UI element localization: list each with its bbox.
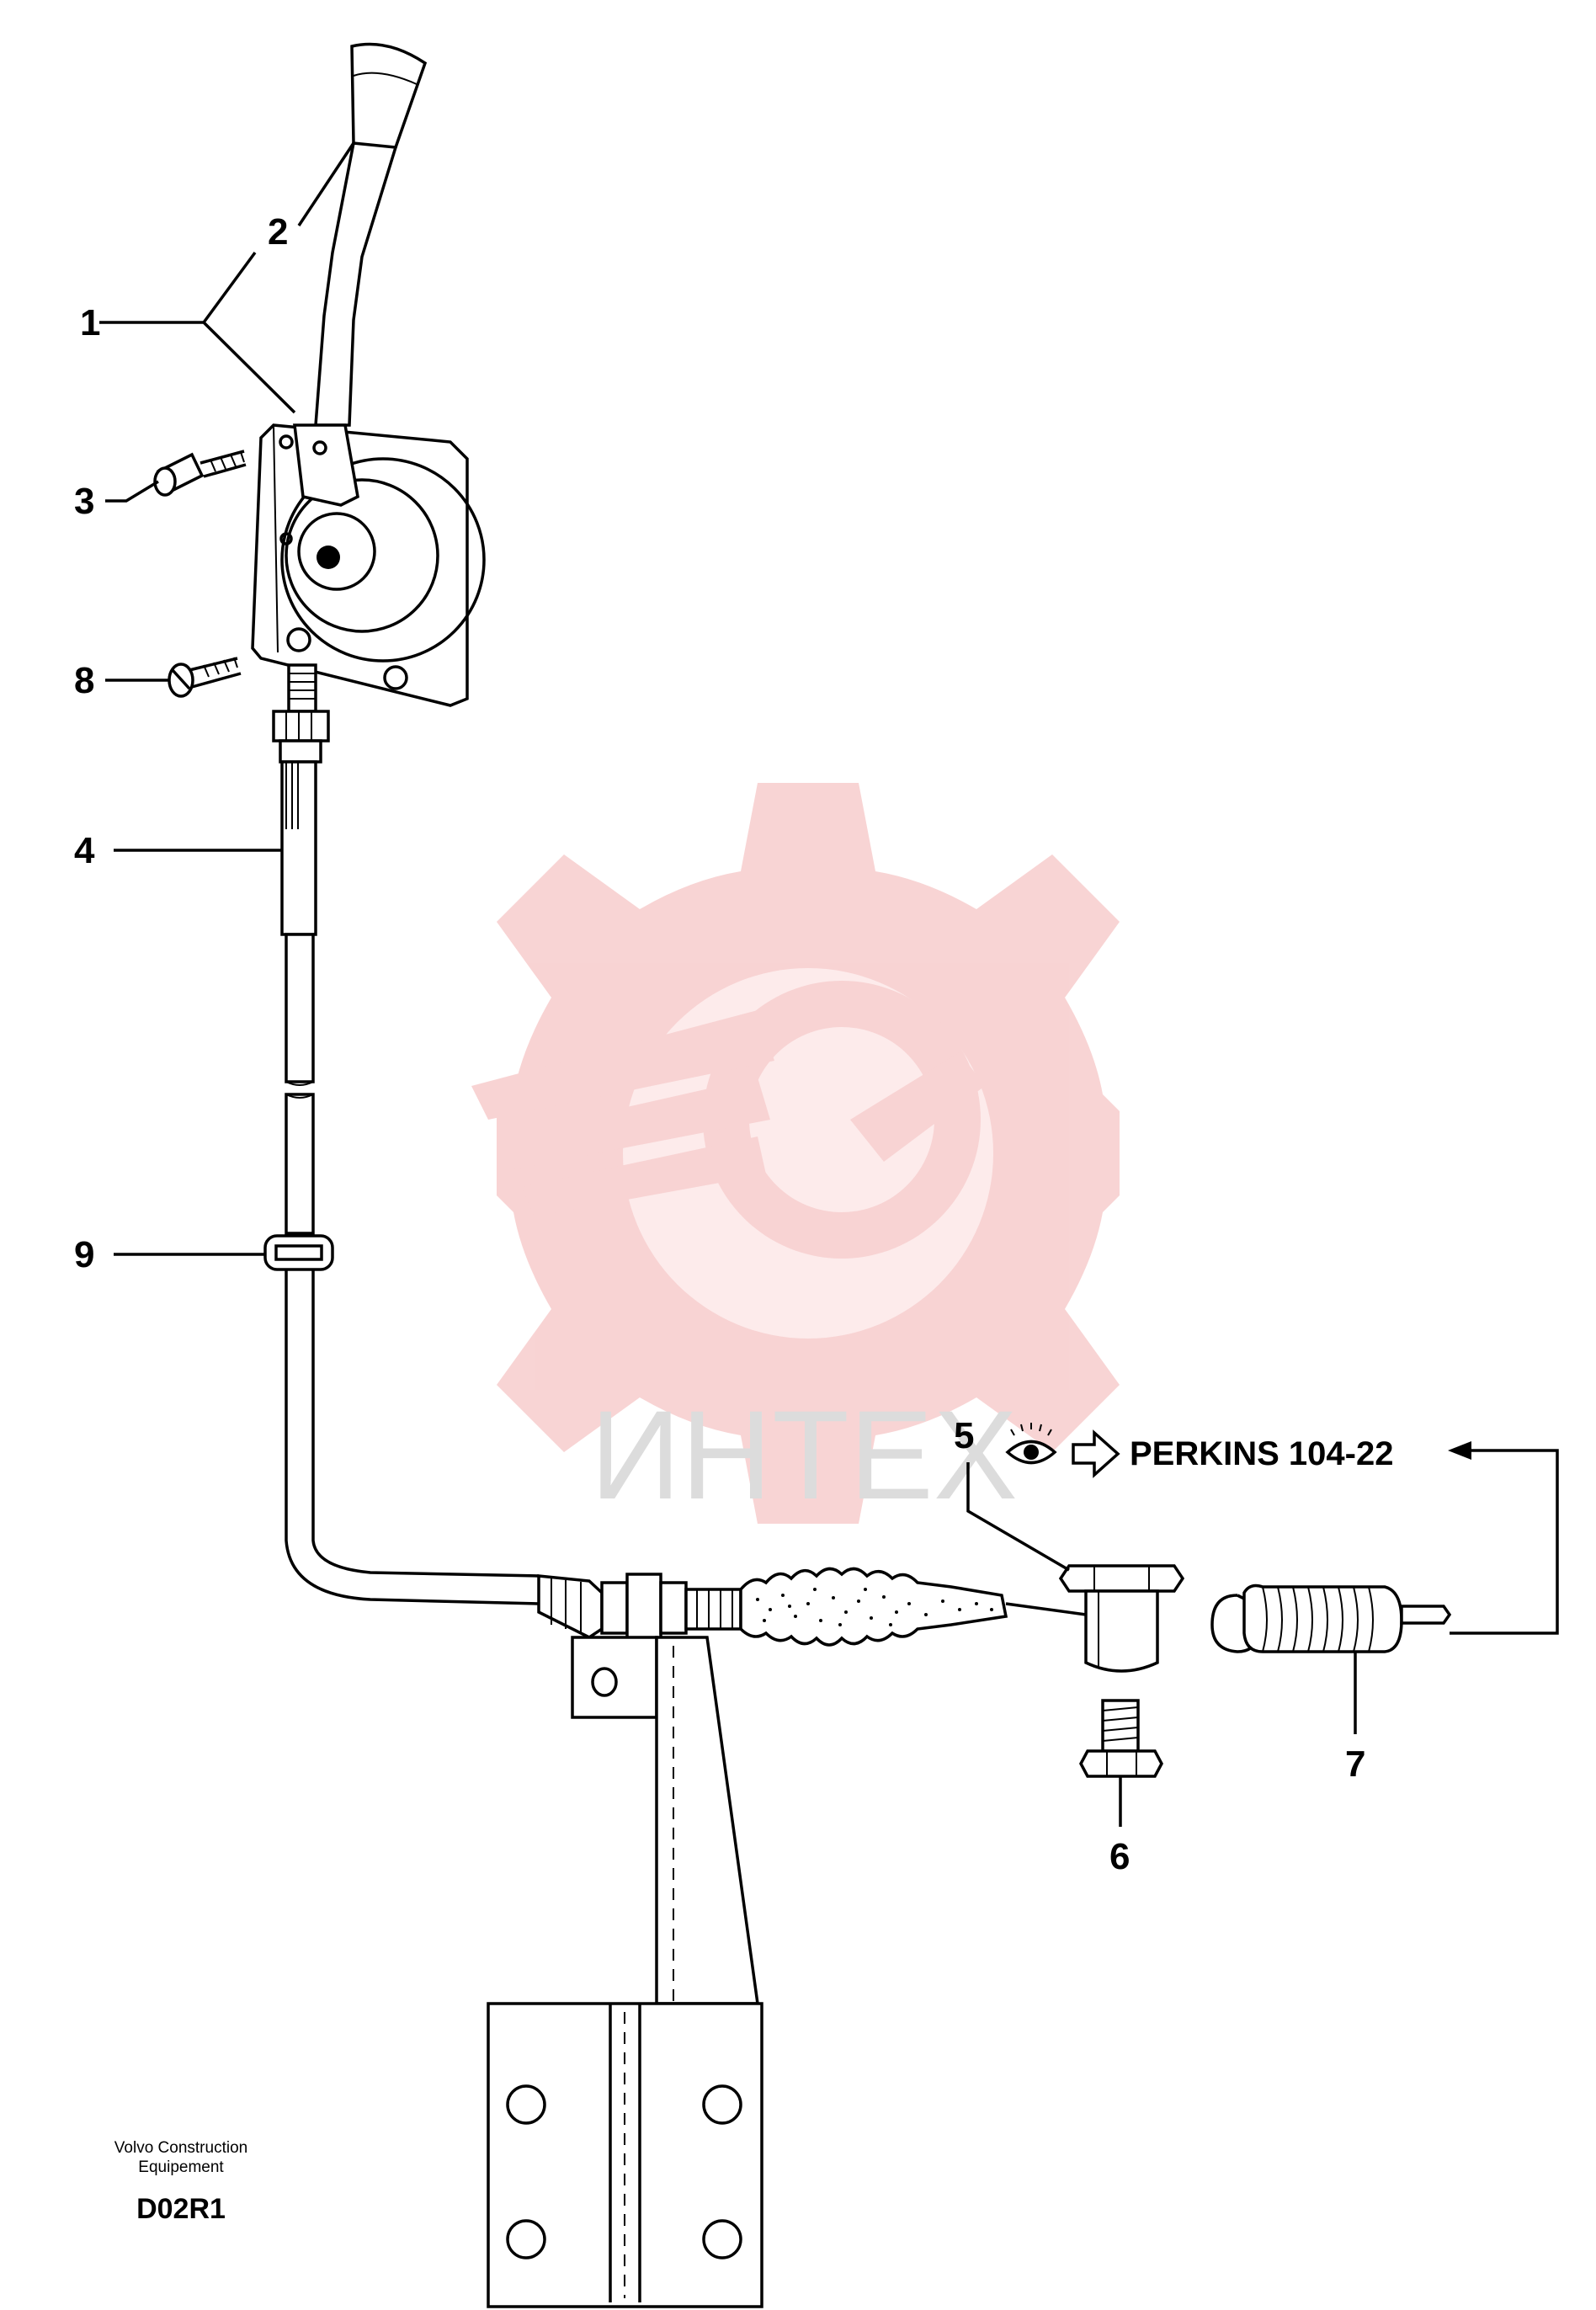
leader-lines [99,142,1559,1827]
coupling-5 [1058,1564,1185,1673]
arrow-right-icon [1072,1429,1120,1478]
callout-5: 5 [954,1415,974,1456]
mounting-bracket [487,1636,763,2308]
callout-7: 7 [1345,1743,1365,1785]
callout-9: 9 [74,1234,94,1275]
reference-note: PERKINS 104-22 [1005,1423,1393,1478]
callout-4: 4 [74,830,95,871]
screw-8 [168,657,242,698]
footer-drawing-code: D02R1 [136,2193,226,2225]
callout-6: 6 [1109,1836,1130,1877]
control-cable [272,663,330,1235]
watermark-text: ИНТЕХ [590,1384,1018,1525]
callout-1: 1 [80,302,100,343]
reference-arrowhead [1448,1441,1471,1460]
grommet-9 [263,1234,334,1271]
footer-company-line1: Volvo Construction [114,2139,247,2157]
spring-7 [1210,1583,1452,1653]
cable-end-and-boot [537,1567,1087,1647]
reference-text: PERKINS 104-22 [1130,1435,1393,1472]
lever-handle [314,42,428,427]
control-lever-assembly [251,423,486,707]
watermark-gear-logo [471,783,1120,1524]
eye-icon [1005,1423,1057,1465]
footer-company-line2: Equipement [138,2158,224,2176]
boot-stipple [756,1588,993,1626]
callout-2: 2 [268,211,288,253]
screw-3 [153,450,247,497]
cable-bend [285,1269,540,1605]
callout-3: 3 [74,481,94,522]
bolt-6 [1079,1699,1163,1778]
callout-8: 8 [74,660,94,701]
